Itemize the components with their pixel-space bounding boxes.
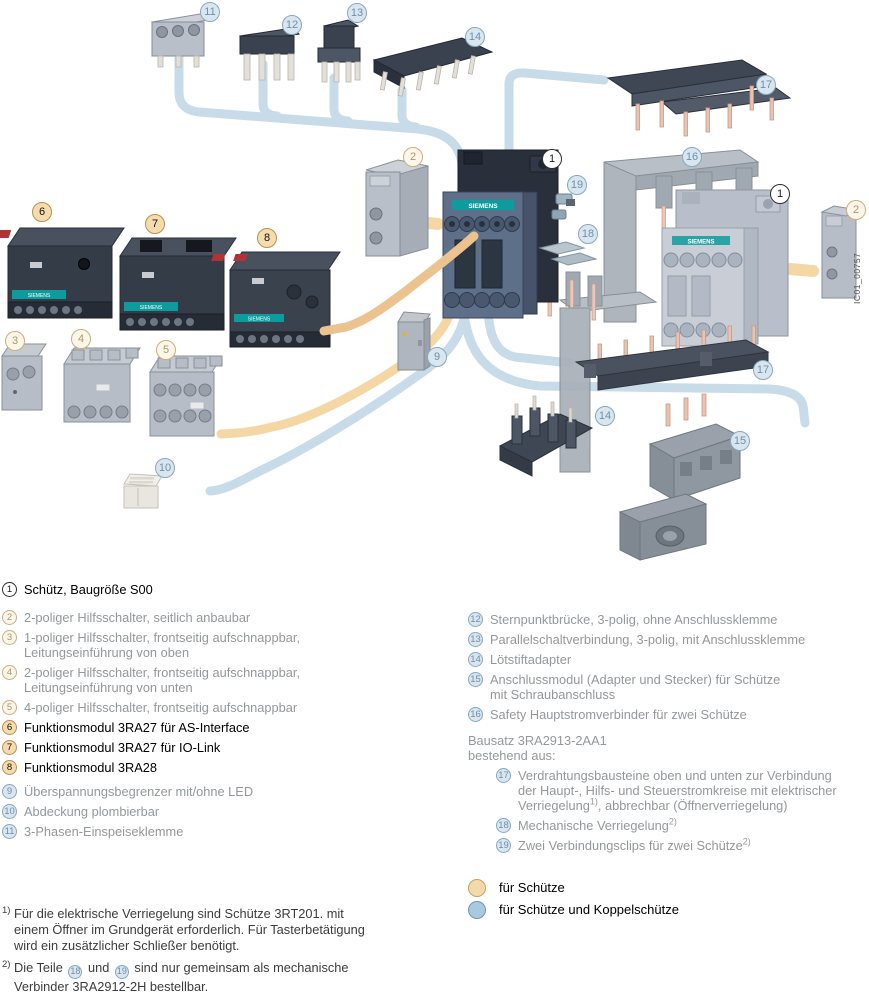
item-number-badge: 4 xyxy=(2,665,17,680)
component-3-phase-feed-terminal xyxy=(150,13,210,68)
component-surge-suppressor xyxy=(397,311,431,371)
item-number-badge: 9 xyxy=(2,784,17,799)
inline-number-badge: 18 xyxy=(68,964,83,979)
item-number-badge: 18 xyxy=(496,818,511,833)
footnote-marker: 2) xyxy=(2,959,11,970)
component-connecting-clips xyxy=(551,193,575,220)
component-mechanical-interlock xyxy=(538,241,598,266)
item-number-badge: 12 xyxy=(468,612,483,627)
component-aux-switch-2pole xyxy=(63,347,141,423)
tan-swatch-icon xyxy=(468,878,486,897)
connector-wire-tan xyxy=(319,231,479,336)
item-number-badge: 5 xyxy=(2,700,17,715)
kit-title: Bausatz 3RA2913-2AA1 xyxy=(468,733,607,748)
component-solder-pin-adapter-top xyxy=(372,37,494,97)
exploded-parts-diagram: SIEMENS xyxy=(0,13,862,561)
siemens-logo-module: SIEMENS xyxy=(248,317,271,323)
item-number-badge: 3 xyxy=(2,630,17,645)
item-number-badge: 6 xyxy=(2,720,17,735)
item-number-badge: 8 xyxy=(2,760,17,775)
item-number-badge: 13 xyxy=(468,632,483,647)
item-number-badge: 17 xyxy=(496,768,511,783)
component-solder-pin-adapter-bottom xyxy=(498,395,594,477)
color-key-label: für Schütze xyxy=(499,880,565,895)
item-number-badge: 14 xyxy=(468,652,483,667)
footnotes: 1)Für die elektrische Verriegelung sind … xyxy=(2,905,442,1000)
component-aux-switch-1pole xyxy=(1,343,47,411)
component-contactor-main: SIEMENS xyxy=(442,149,559,319)
component-contactor-ghost: SIEMENS xyxy=(661,189,789,347)
color-key-row-schuetze: für Schütze xyxy=(468,878,679,897)
kit-subtitle: bestehend aus: xyxy=(468,748,556,763)
footnote-marker: 1) xyxy=(2,905,11,916)
component-function-module-as-interface: SIEMENS xyxy=(0,227,125,319)
component-parallel-link xyxy=(317,19,361,83)
component-function-module-3ra28: SIEMENS xyxy=(211,251,341,348)
item-number-badge: 19 xyxy=(496,838,511,853)
component-connection-module xyxy=(618,393,742,561)
item-number-badge: 1 xyxy=(2,582,17,597)
item-number-badge: 7 xyxy=(2,740,17,755)
item-number-badge: 16 xyxy=(468,707,483,722)
component-star-point-bridge xyxy=(238,27,301,81)
component-aux-switch-4pole xyxy=(149,355,223,437)
inline-number-badge: 19 xyxy=(114,964,129,979)
siemens-logo-module: SIEMENS xyxy=(28,293,51,299)
item-number-badge: 10 xyxy=(2,804,17,819)
footnote: 1)Für die elektrische Verriegelung sind … xyxy=(2,905,365,953)
color-key: für Schütze für Schütze und Koppelschütz… xyxy=(468,878,679,922)
color-key-label: für Schütze und Koppelschütze xyxy=(499,902,679,917)
component-sealable-cover xyxy=(123,473,163,509)
item-number-badge: 11 xyxy=(2,824,17,839)
blue-swatch-icon xyxy=(468,900,486,919)
figure-code: IC01_00757 xyxy=(852,253,862,304)
siemens-logo-module: SIEMENS xyxy=(140,305,163,311)
footnote: 2)Die Teile 18 und 19 sind nur gemeinsam… xyxy=(2,959,349,994)
item-number-badge: 15 xyxy=(468,672,483,687)
siemens-logo-main: SIEMENS xyxy=(468,203,498,210)
component-wiring-block-top xyxy=(606,59,792,137)
color-key-row-koppelschuetze: für Schütze und Koppelschütze xyxy=(468,900,679,919)
component-wiring-block-bottom xyxy=(574,325,770,391)
component-aux-switch-lateral-left xyxy=(365,159,429,257)
component-function-module-io-link: SIEMENS xyxy=(119,237,237,331)
siemens-logo-ghost: SIEMENS xyxy=(687,240,714,246)
item-number-badge: 2 xyxy=(2,610,17,625)
